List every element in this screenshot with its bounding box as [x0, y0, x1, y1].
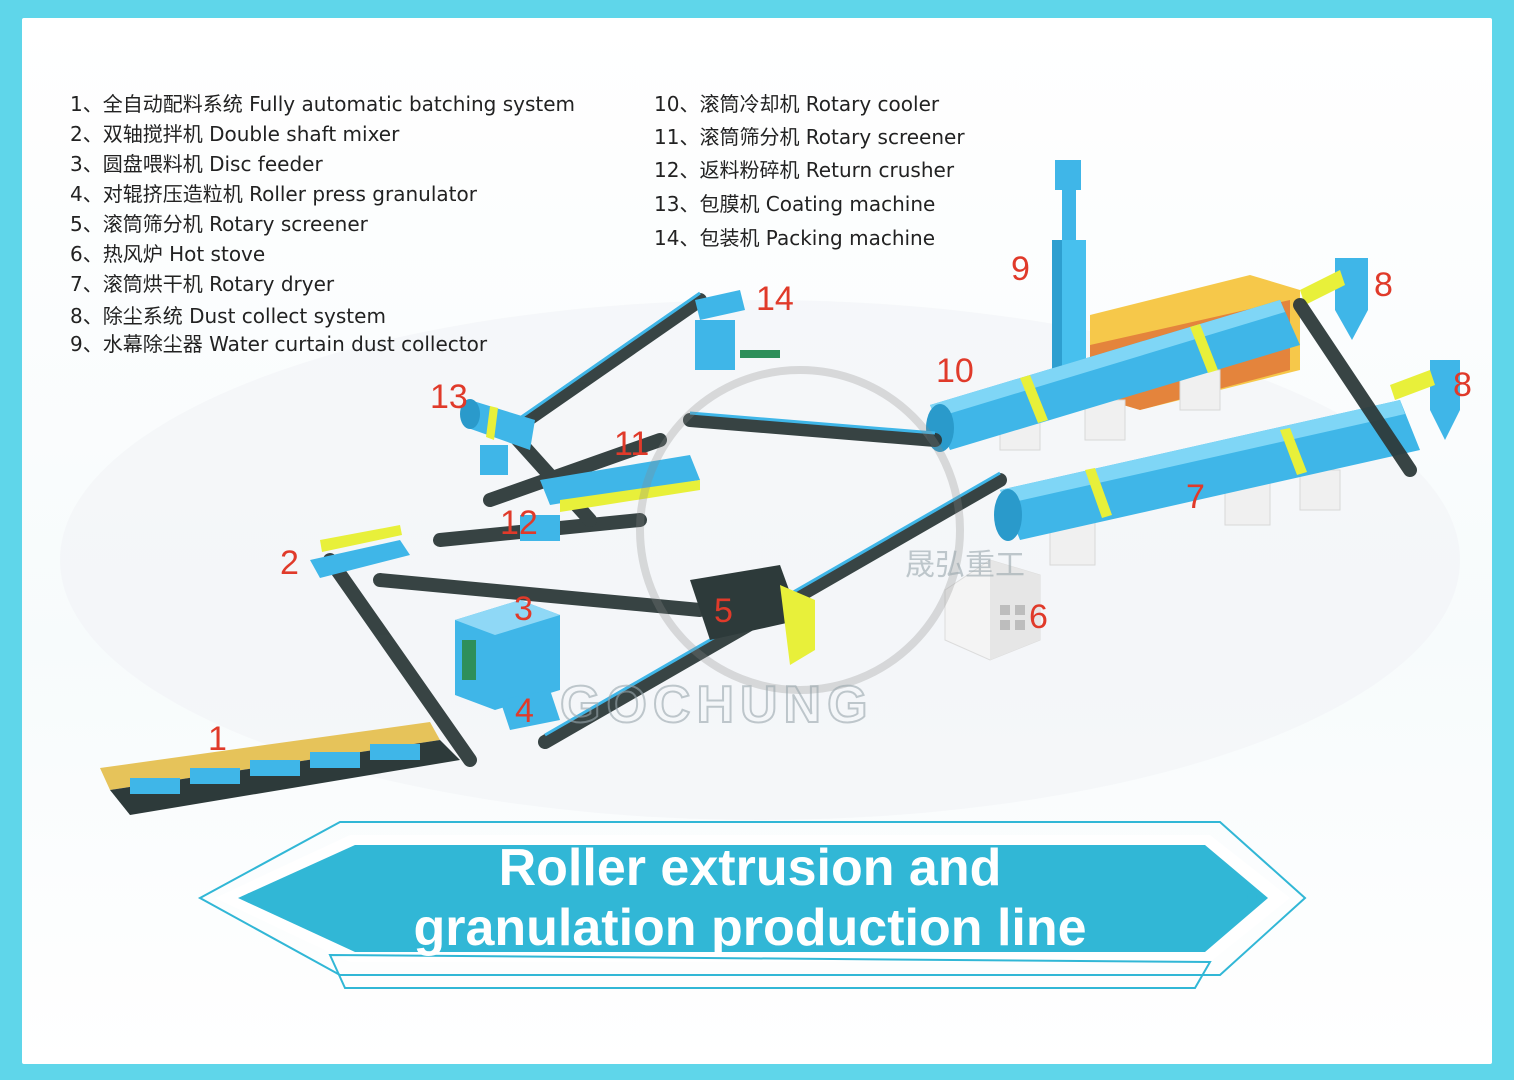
legend-item: 7、滚筒烘干机 Rotary dryer	[70, 272, 335, 296]
legend-item: 6、热风炉 Hot stove	[70, 242, 266, 266]
batching-system	[100, 722, 460, 815]
machine-number-2: 2	[280, 544, 299, 582]
title-banner	[197, 821, 1307, 989]
machine-number-14: 14	[756, 280, 794, 318]
banner-title: Roller extrusion and granulation product…	[330, 838, 1170, 958]
watermark-en: GOCHUNG	[560, 676, 874, 734]
legend-item: 9、水幕除尘器 Water curtain dust collector	[70, 332, 488, 356]
legend-item: 13、包膜机 Coating machine	[654, 192, 936, 216]
legend-item: 3、圆盘喂料机 Disc feeder	[70, 152, 323, 176]
legend-item: 4、对辊挤压造粒机 Roller press granulator	[70, 182, 477, 206]
rotary-screener-5	[690, 565, 815, 665]
legend-item: 8、除尘系统 Dust collect system	[70, 304, 386, 328]
banner-title-line1: Roller extrusion and	[498, 839, 1002, 897]
machine-number-8a: 8	[1374, 266, 1393, 304]
watermark	[636, 366, 964, 694]
machine-number-9: 9	[1011, 250, 1030, 288]
machine-number-11: 11	[614, 425, 650, 463]
machine-number-4: 4	[515, 692, 534, 730]
double-shaft-mixer	[310, 525, 410, 578]
machine-number-12: 12	[500, 504, 538, 542]
rotary-dryer	[994, 400, 1420, 541]
machine-number-1: 1	[208, 720, 227, 758]
machine-number-13: 13	[430, 378, 468, 416]
machine-number-5: 5	[714, 592, 733, 630]
legend-item: 12、返料粉碎机 Return crusher	[654, 158, 955, 182]
legend-item: 14、包装机 Packing machine	[654, 226, 936, 250]
legend-item: 11、滚筒筛分机 Rotary screener	[654, 125, 965, 149]
legend-item: 10、滚筒冷却机 Rotary cooler	[654, 92, 940, 116]
return-crusher	[520, 515, 560, 541]
machine-number-8b: 8	[1453, 366, 1472, 404]
legend-item: 1、全自动配料系统 Fully automatic batching syste…	[70, 92, 576, 116]
roller-press-granulator	[500, 690, 560, 730]
packing-machine	[695, 290, 780, 370]
machine-number-10: 10	[936, 352, 974, 390]
rotary-screener-11	[540, 455, 700, 512]
legend-item: 2、双轴搅拌机 Double shaft mixer	[70, 122, 400, 146]
dust-collect-system	[1300, 258, 1460, 440]
legend-item: 5、滚筒筛分机 Rotary screener	[70, 212, 368, 236]
hot-stove	[944, 559, 1041, 661]
coating-machine	[460, 399, 535, 475]
disc-feeder	[455, 600, 560, 710]
machine-number-7: 7	[1186, 478, 1205, 516]
machine-number-6: 6	[1029, 598, 1048, 636]
watermark-cn: 晟弘重工	[905, 548, 1025, 583]
banner-title-line2: granulation production line	[413, 899, 1087, 957]
machine-number-3: 3	[514, 590, 533, 628]
